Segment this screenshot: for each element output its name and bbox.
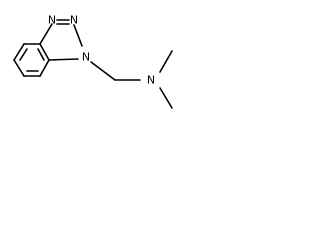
bond-c3a-c7a-inner <box>37 48 45 61</box>
bond-c6-c5 <box>13 59 25 77</box>
bond-n-methyl-upper <box>159 50 173 73</box>
dimethylaminomethyl-chain <box>90 50 173 109</box>
bond-n1-c3a <box>48 58 79 61</box>
bond-n1-ch2 <box>90 61 116 81</box>
bond-c7-c6-inner <box>19 48 28 61</box>
bond-c7-c6 <box>13 43 25 61</box>
benzotriazole-structure: N N N N <box>13 14 173 109</box>
bond-c4-c3a <box>39 59 50 77</box>
bond-c7a-n3 <box>39 23 53 45</box>
bond-n2-n1 <box>73 24 83 47</box>
benzene-ring <box>13 43 50 77</box>
atom-amine-n-label: N <box>147 74 155 87</box>
atom-n1-label: N <box>82 51 90 64</box>
atom-n3-label: N <box>48 14 56 27</box>
bond-c3a-c7a <box>39 43 50 61</box>
bond-n-methyl-lower <box>159 87 173 109</box>
triazole-ring <box>39 19 83 61</box>
atom-n2-label: N <box>70 14 78 27</box>
